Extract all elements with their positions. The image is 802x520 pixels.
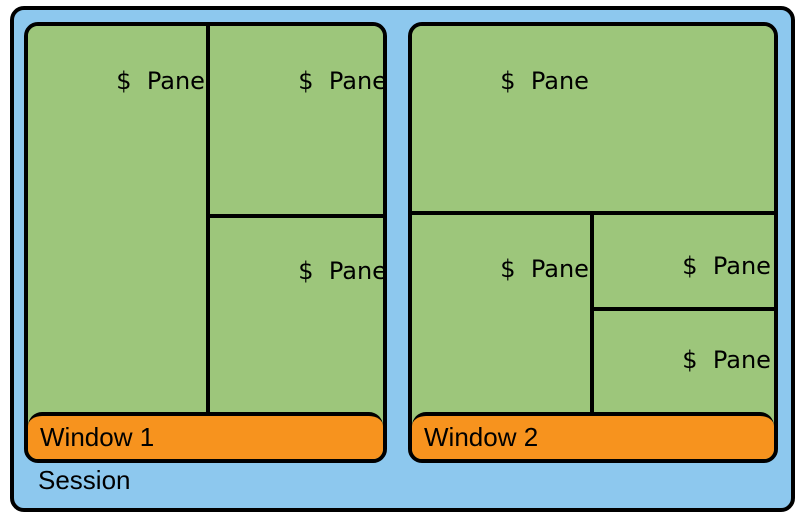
window-1-status-bar[interactable]: Window 1 — [28, 412, 383, 459]
prompt-symbol: $ — [682, 346, 698, 374]
pane-title: Pane — [712, 346, 771, 374]
window-2-pane-top[interactable]: $ Pane — [412, 26, 774, 211]
session-label: Session — [38, 465, 131, 495]
pane-label: $ Pane — [222, 36, 387, 126]
pane-title: Pane — [328, 67, 387, 95]
window-1-pane-bottom-right[interactable]: $ Pane — [210, 218, 383, 416]
prompt-symbol: $ — [500, 67, 516, 95]
pane-title: Pane — [146, 67, 205, 95]
window-1-pane-top-right[interactable]: $ Pane — [210, 26, 383, 214]
window-2-horizontal-divider-right[interactable] — [594, 307, 774, 311]
window-2-label: Window 2 — [424, 422, 539, 452]
pane-title: Pane — [328, 257, 387, 285]
window-2-pane-area: $ Pane $ Pane $ Pane $ Pane — [412, 26, 774, 416]
window-1-horizontal-divider[interactable] — [210, 214, 383, 218]
window-2-pane-bottom-right[interactable]: $ Pane — [594, 311, 774, 416]
window-2[interactable]: $ Pane $ Pane $ Pane $ Pane — [408, 22, 778, 463]
window-1-pane-area: $ Pane $ Pane $ Pane — [28, 26, 383, 416]
window-2-horizontal-divider[interactable] — [412, 211, 774, 215]
prompt-symbol: $ — [298, 257, 314, 285]
prompt-symbol: $ — [500, 255, 516, 283]
window-1-vertical-divider[interactable] — [206, 26, 210, 416]
pane-title: Pane — [530, 255, 589, 283]
session-box: $ Pane $ Pane $ Pane Window 1 — [10, 6, 795, 512]
prompt-symbol: $ — [682, 252, 698, 280]
prompt-symbol: $ — [116, 67, 132, 95]
pane-label: $ Pane — [40, 36, 205, 126]
prompt-symbol: $ — [298, 67, 314, 95]
pane-title: Pane — [530, 67, 589, 95]
window-2-vertical-divider[interactable] — [590, 215, 594, 416]
pane-title: Pane — [712, 252, 771, 280]
pane-label: $ Pane — [606, 221, 771, 311]
pane-label: $ Pane — [222, 226, 387, 316]
window-2-status-bar[interactable]: Window 2 — [412, 412, 774, 459]
pane-label: $ Pane — [606, 315, 771, 405]
window-1[interactable]: $ Pane $ Pane $ Pane Window 1 — [24, 22, 387, 463]
window-1-label: Window 1 — [40, 422, 155, 452]
pane-label: $ Pane — [424, 224, 589, 314]
pane-label: $ Pane — [424, 36, 589, 126]
window-2-pane-bottom-left[interactable]: $ Pane — [412, 215, 590, 416]
window-1-pane-left[interactable]: $ Pane — [28, 26, 206, 416]
window-2-pane-middle-right[interactable]: $ Pane — [594, 215, 774, 307]
